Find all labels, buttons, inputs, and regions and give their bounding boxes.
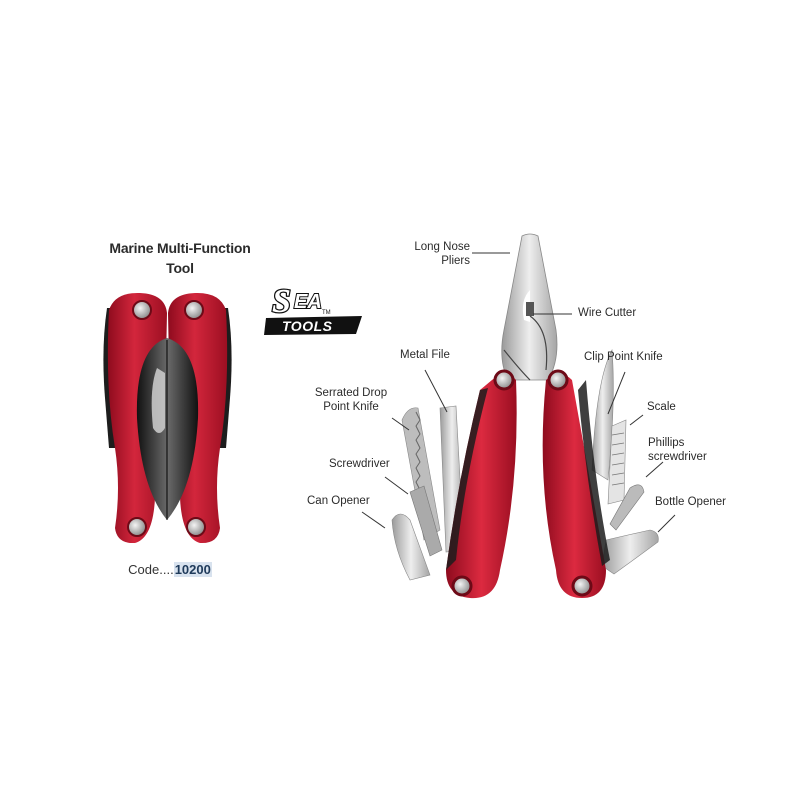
- product-title: Marine Multi-Function Tool: [80, 238, 280, 278]
- label-wire-cutter: Wire Cutter: [578, 307, 637, 319]
- label-scale: Scale: [647, 401, 676, 413]
- label-long-nose-pliers-line1: Long Nose: [414, 241, 470, 253]
- label-screwdriver: Screwdriver: [329, 458, 390, 470]
- logo-sea-text: EA: [294, 291, 322, 313]
- label-serrated-line2: Point Knife: [323, 401, 379, 413]
- product-code-number: 10200: [173, 562, 212, 577]
- label-serrated-drop-point-knife: Serrated Drop Point Knife: [306, 386, 396, 414]
- label-phillips-screwdriver: Phillips screwdriver: [648, 436, 707, 464]
- label-long-nose-pliers-line2: Pliers: [441, 255, 470, 267]
- label-clip-point-knife: Clip Point Knife: [584, 351, 663, 363]
- label-serrated-line1: Serrated Drop: [314, 387, 388, 399]
- product-code: Code....10200: [110, 562, 230, 577]
- logo-tools-text: TOOLS: [282, 318, 333, 334]
- product-code-prefix: Code....: [128, 562, 174, 577]
- svg-text:S: S: [272, 283, 291, 320]
- label-can-opener: Can Opener: [307, 495, 370, 507]
- svg-text:TM: TM: [322, 310, 331, 316]
- label-metal-file: Metal File: [400, 349, 450, 361]
- label-long-nose-pliers: Long Nose Pliers: [400, 240, 470, 268]
- closed-multitool-image: [103, 292, 232, 544]
- label-phillips-line1: Phillips: [648, 437, 685, 449]
- label-phillips-line2: screwdriver: [648, 451, 707, 463]
- product-title-line1: Marine Multi-Function: [109, 240, 251, 256]
- sea-tools-logo: S EA TM TOOLS: [264, 282, 362, 335]
- product-title-line2: Tool: [166, 260, 194, 276]
- open-multitool-image: [391, 233, 659, 599]
- label-bottle-opener: Bottle Opener: [655, 496, 726, 508]
